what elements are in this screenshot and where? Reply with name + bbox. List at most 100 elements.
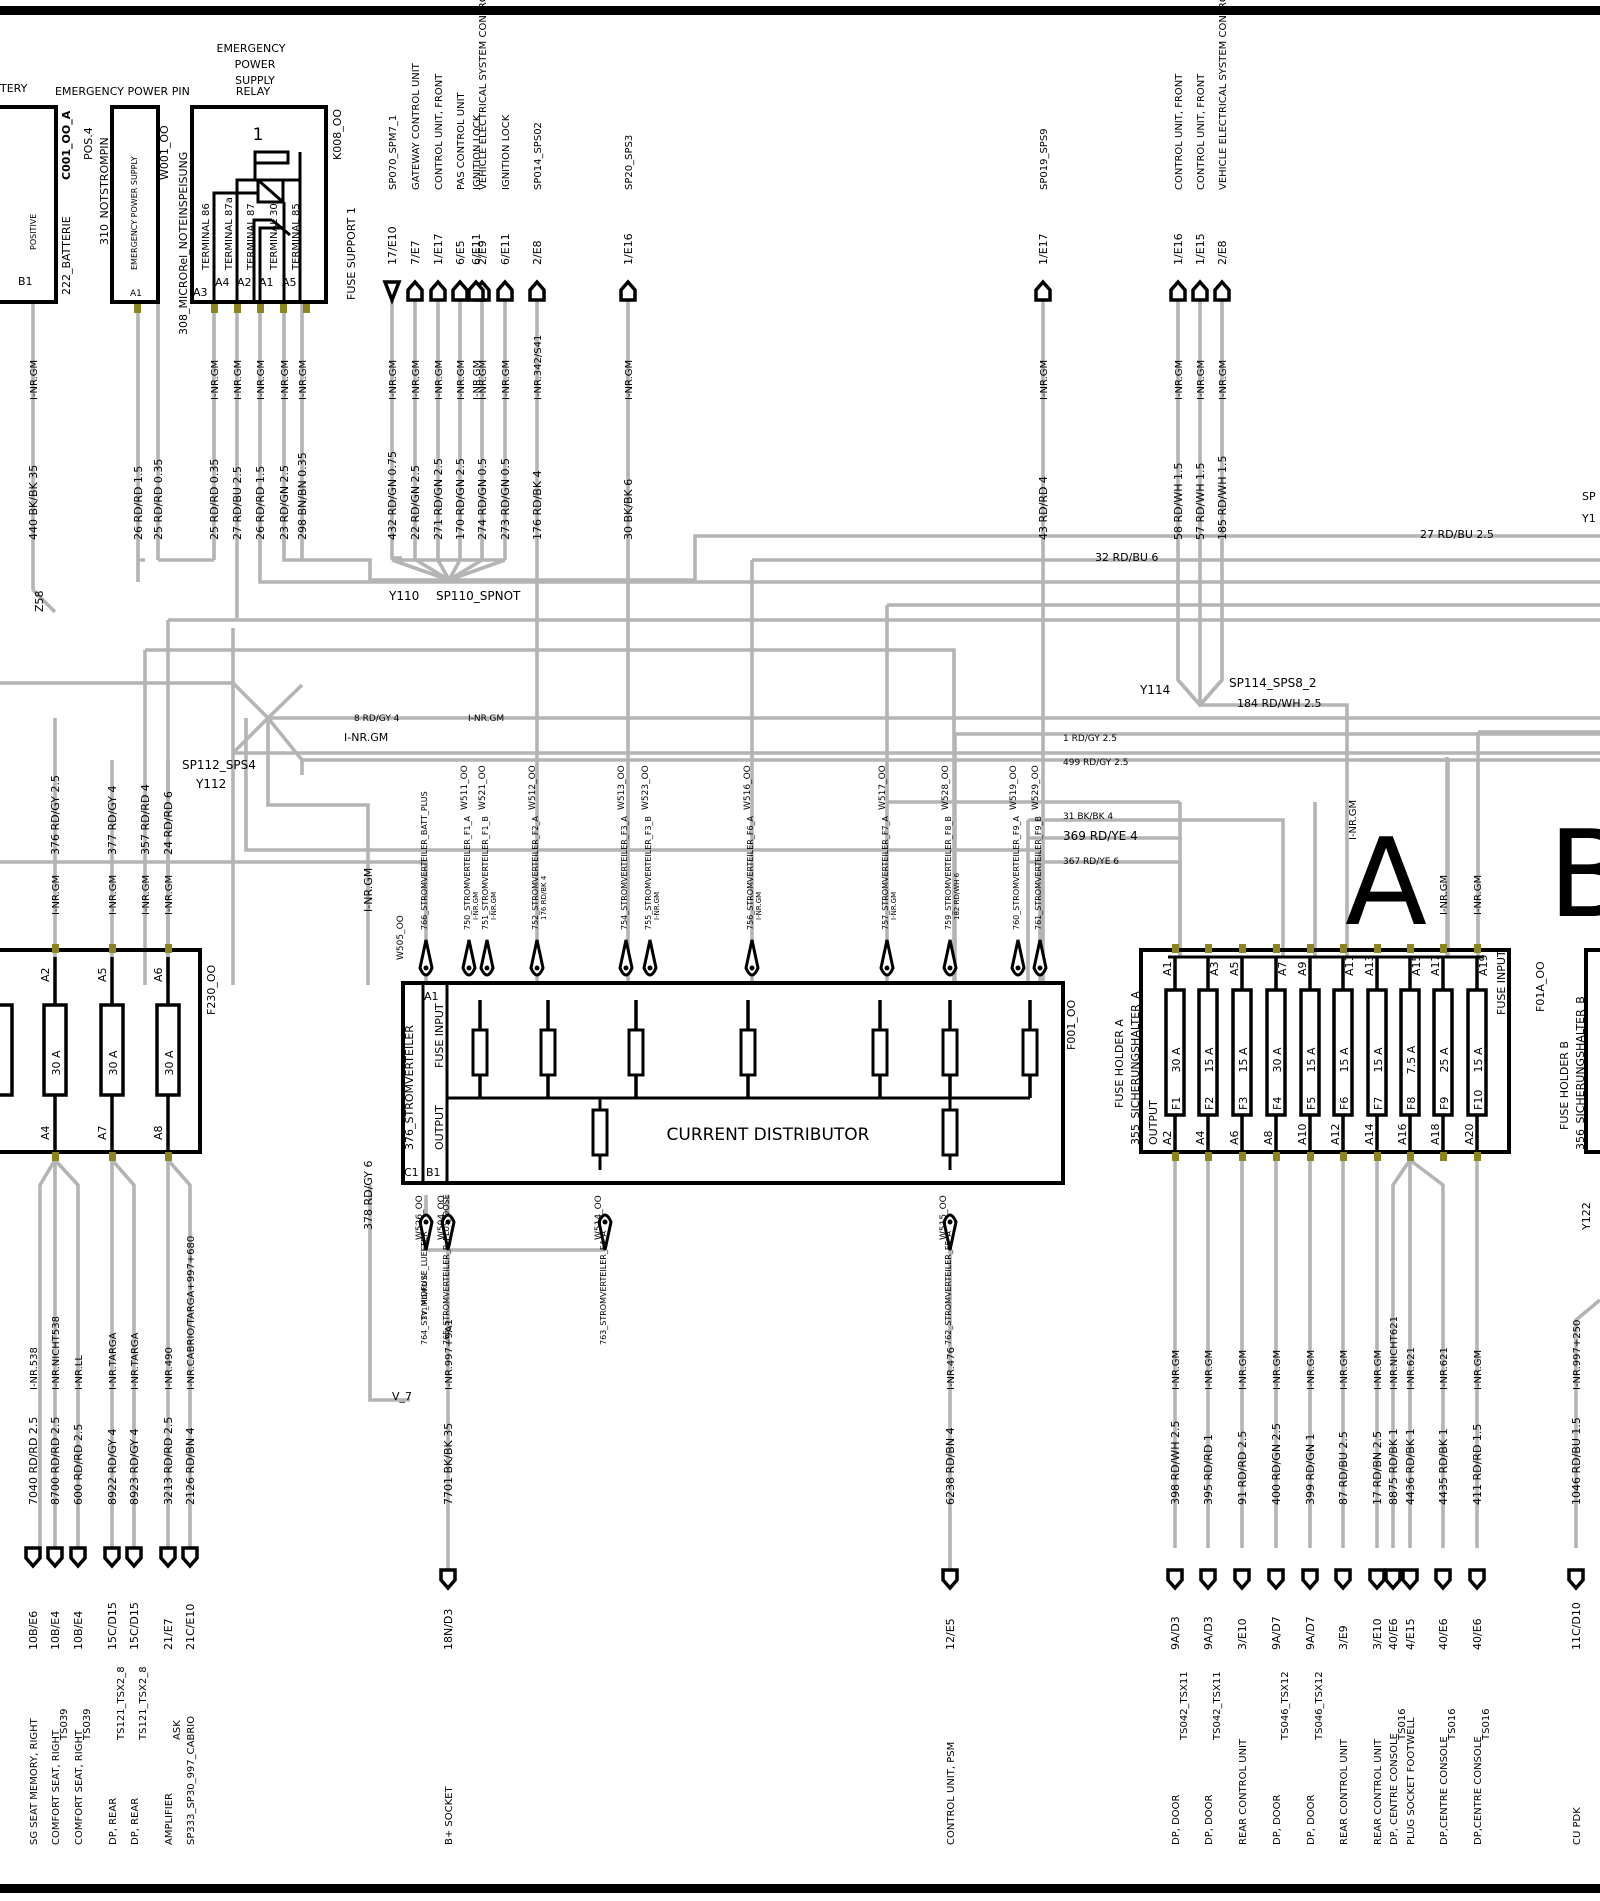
fha-pin-top: A9 <box>1296 961 1309 976</box>
relay-pin-a5: A5 <box>282 276 297 289</box>
bottom-connector-ts: TS121_TSX2_8 <box>138 1666 149 1741</box>
bottom-connector-pin: 9A/D7 <box>1304 1616 1317 1650</box>
distributor-stud-part: 752_STROMVERTEILER_F2_A <box>531 815 540 930</box>
relay-label-2: POWER <box>235 58 276 71</box>
distributor-stud <box>879 939 895 977</box>
top-connector-code: SP019_SPS9 <box>1039 128 1050 190</box>
wire-1: 1 RD/GY 2.5 <box>1063 734 1117 744</box>
top-connector-pin: 6/E11 <box>499 233 512 265</box>
bottom-connector-pin: 40/E6 <box>1471 1618 1484 1650</box>
power-pin-label: EMERGENCY POWER PIN <box>55 85 190 98</box>
top-connector-code: VEHICLE ELECTRICAL SYSTEM CONTROL UNIT <box>478 0 489 190</box>
distributor-fuse <box>871 1028 889 1077</box>
fha-fuse-name: F9 <box>1438 1097 1451 1110</box>
top-connector-mark: I-NR.GM <box>1174 360 1185 400</box>
left-wire-label: 25 RD/RD 0.35 <box>152 459 165 540</box>
bottom-connector-pin: 15C/D15 <box>106 1602 119 1650</box>
fhb-code: F01A_OO <box>1534 961 1547 1012</box>
relay-pin-a2: A2 <box>237 276 252 289</box>
terminal-87: TERMINAL 87 <box>246 203 257 271</box>
distributor-stud-mark: I-NR.GM <box>755 892 763 920</box>
f230-fuse <box>155 1003 181 1097</box>
top-connector-wire: 271 RD/GN 2.5 <box>432 458 445 540</box>
fha-pin-dot-bottom <box>1239 1152 1246 1161</box>
left-wire-label: 23 RD/GN 2.5 <box>278 465 291 540</box>
top-connector-wire: 22 RD/GN 2.5 <box>409 465 422 540</box>
bottom-connector-mark: I-NR.476 <box>946 1347 957 1390</box>
fha-pin-bottom: A4 <box>1194 1130 1207 1145</box>
distributor-stud-code: W511_OO <box>460 765 470 810</box>
top-connector-code: IGNITION LOCK <box>472 114 483 190</box>
battery: TERY B1 POSITIVE C001_OO_A POS.4 222_BAT… <box>0 82 95 304</box>
bottom-connector-wire: 17 RD/BN 2.5 <box>1371 1431 1384 1505</box>
fhb-part: 356_SICHERUNGSHALTER_B <box>1574 996 1587 1150</box>
left-wire-label: 298 BN/BN 0.35 <box>296 452 309 540</box>
bottom-connector-dest: DP, REAR <box>130 1798 141 1845</box>
distributor-fuse <box>591 1108 609 1157</box>
distributor-bottom-part: 765_STROMVERTEILER_B_PLUS_DOSE <box>442 1194 451 1345</box>
bottom-connector-pin: 10B/E6 <box>27 1611 40 1650</box>
distributor-output: OUTPUT <box>433 1105 446 1150</box>
top-connector-flag <box>1034 279 1052 302</box>
bottom-connector-wire: 3213 RD/RD 2.5 <box>162 1417 175 1505</box>
bottom-connector-pin: 10B/E4 <box>72 1611 85 1650</box>
distributor-stud-code: W529_OO <box>1031 765 1041 810</box>
f230-fuse <box>42 1003 68 1097</box>
top-connector-wire: 185 RD/WH 1.5 <box>1216 456 1229 540</box>
distributor-stud-part: 750_STROMVERTEILER_F1_A <box>463 815 472 930</box>
bottom-connector-ts: TS046_TSX12 <box>1280 1671 1291 1741</box>
distributor-stud <box>461 939 477 977</box>
top-connector-flag <box>406 279 424 302</box>
top-connector-code: CONTROL UNIT, FRONT <box>434 73 445 190</box>
top-connector-flag <box>467 279 485 302</box>
relay-pin-a1: A1 <box>259 276 274 289</box>
bottom-connector-pin: 9A/D3 <box>1169 1616 1182 1650</box>
bottom-connector-dest: REAR CONTROL UNIT <box>1373 1738 1384 1845</box>
top-connector-mark: I-NR.GM <box>1196 360 1207 400</box>
distributor-stud-part: 761_STROMVERTEILER_F9_B <box>1034 816 1043 930</box>
bottom-connector-mark: I-NR.GM <box>1204 1350 1215 1390</box>
bottom-connector-flag <box>1368 1568 1386 1591</box>
bottom-connector-wire: 8922 RD/GY 4 <box>106 1428 119 1505</box>
bottom-connector-pin: 21C/E10 <box>184 1604 197 1650</box>
distributor-stud-code: W521_OO <box>478 765 488 810</box>
fha-pin-top: A7 <box>1276 961 1289 976</box>
top-connector-wire: 176 RD/BK 4 <box>531 470 544 540</box>
distributor-stud-code: W517_OO <box>878 765 888 810</box>
fha-amp: 25 A <box>1438 1047 1451 1072</box>
top-border <box>0 6 1600 15</box>
top-connector-flag <box>429 279 447 302</box>
relay-number: 1 <box>253 125 264 145</box>
top-connector-pin: 1/E17 <box>432 233 445 265</box>
fuse-holder-a: FUSE HOLDER A 355_SICHERUNGSHALTER_A OUT… <box>1113 800 1511 1161</box>
distributor-w505: W505_OO <box>396 915 406 960</box>
top-connector-flag <box>451 279 469 302</box>
bottom-connector-dest: DP,CENTRE CONSOLE <box>1473 1736 1484 1845</box>
bottom-connector-dest: DP, CENTRE CONSOLE <box>1389 1733 1400 1845</box>
fuse-support-label: FUSE SUPPORT 1 <box>345 207 358 300</box>
z58-label: Z58 <box>33 590 46 612</box>
fha-amp: 15 A <box>1203 1047 1216 1072</box>
bottom-connector-mark: I-NR.GM <box>1339 1350 1350 1390</box>
fha-amp: 15 A <box>1305 1047 1318 1072</box>
bottom-connector-pin: 3/E10 <box>1236 1618 1249 1650</box>
fha-pin-bottom: A2 <box>1161 1130 1174 1145</box>
fha-top-mark: I-NR.GM <box>1439 875 1450 915</box>
distributor-stud-part: 760_STROMVERTEILER_F9_A <box>1012 815 1021 930</box>
distributor-bottom-stud-hole <box>445 1219 451 1225</box>
top-connector-code: CONTROL UNIT, FRONT <box>1196 73 1207 190</box>
distributor-title: CURRENT DISTRIBUTOR <box>667 1125 870 1145</box>
fha-fuse-name: F10 <box>1472 1090 1485 1110</box>
bottom-connector-pin: 21/E7 <box>162 1618 175 1650</box>
left-wire-mark: I-NR.GM <box>210 360 221 400</box>
wire-inr-b: I-NR.GM <box>344 731 388 744</box>
left-wire-mark: I-NR.GM <box>298 360 309 400</box>
distributor-bottom-code: W504_OO <box>437 1195 447 1240</box>
distributor-fuse <box>471 1028 489 1077</box>
bottom-connector-dest: DP, REAR <box>108 1798 119 1845</box>
top-connector-pin: 1/E15 <box>1194 233 1207 265</box>
distributor-stud-code: W516_OO <box>743 765 753 810</box>
